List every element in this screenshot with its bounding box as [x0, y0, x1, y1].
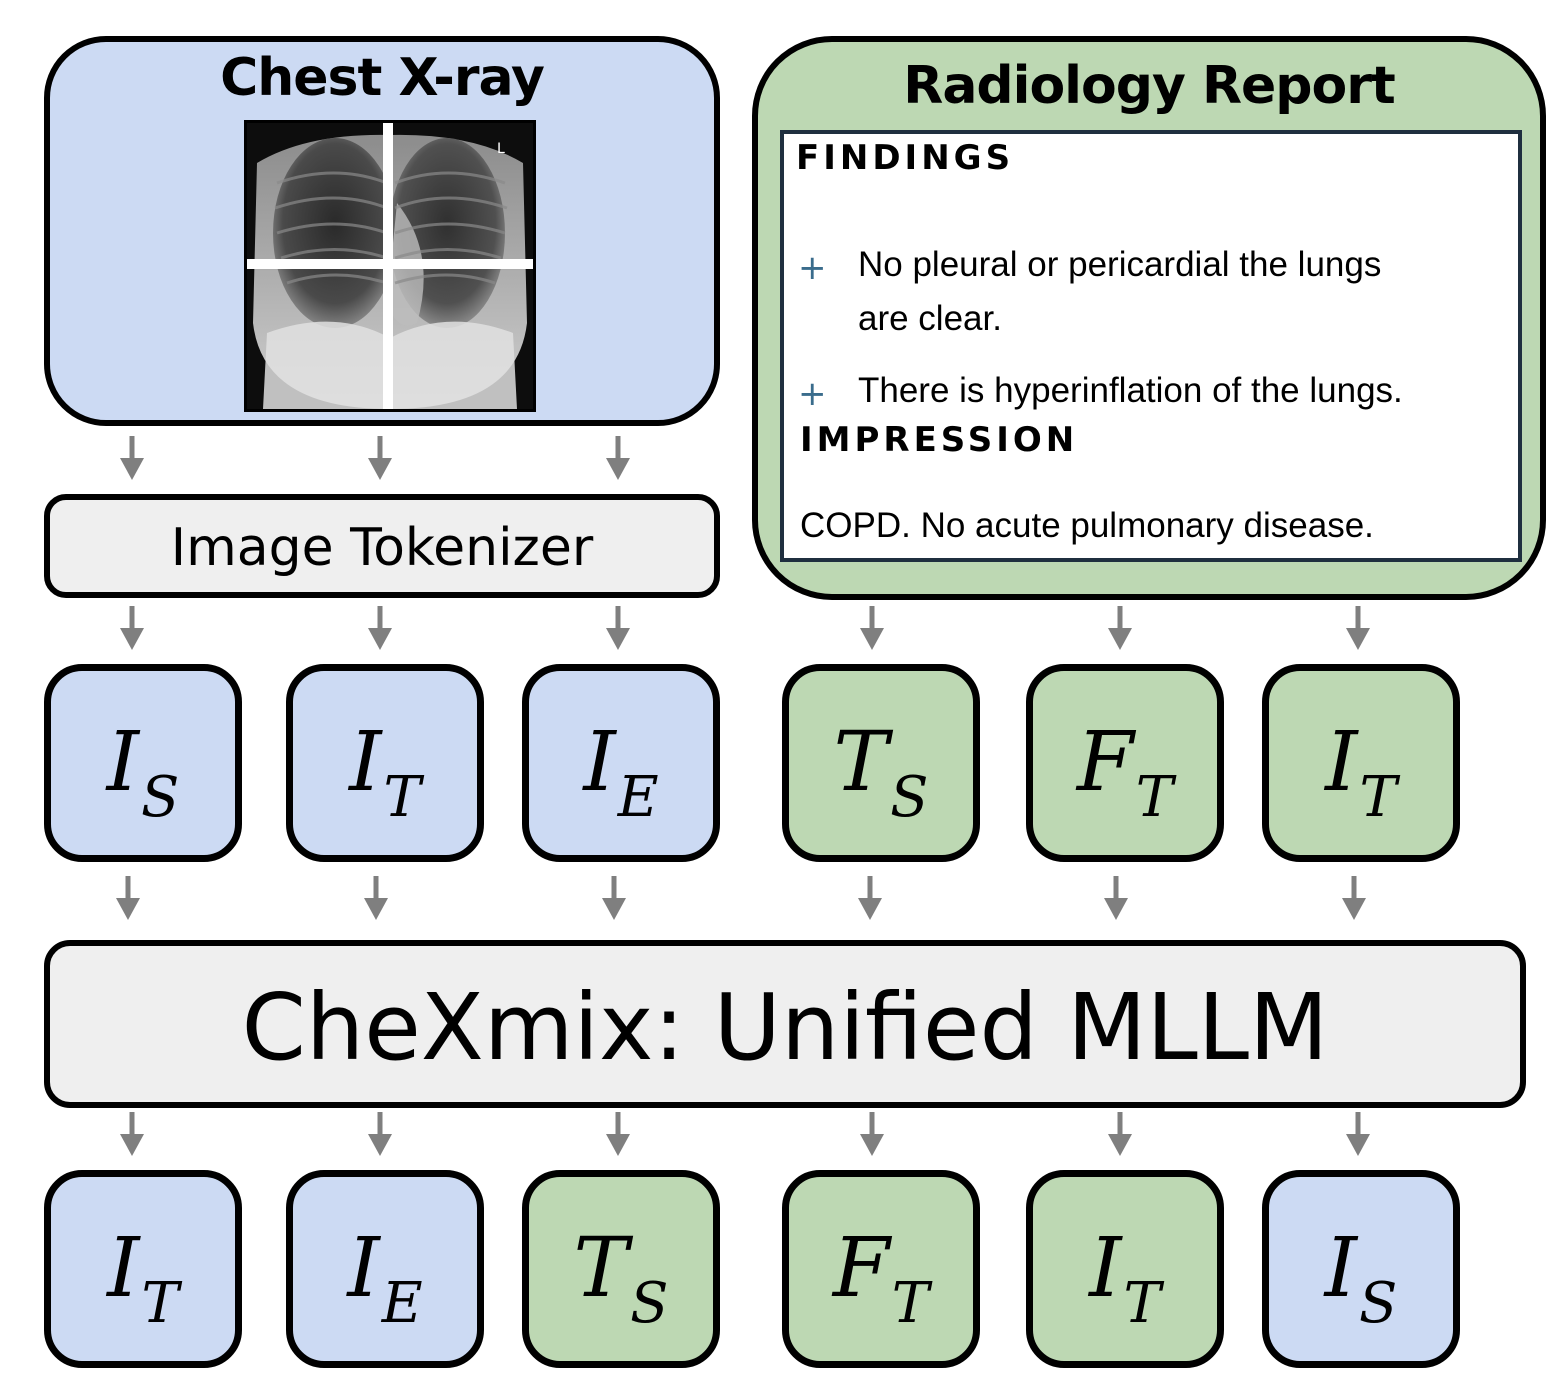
token-subscript: T: [891, 1271, 930, 1336]
token-main-symbol: I: [106, 715, 140, 810]
token-subscript: T: [1123, 1271, 1161, 1336]
down-arrow-head-icon: [368, 458, 392, 480]
down-arrow-head-icon: [368, 628, 392, 650]
down-arrow-head-icon: [1104, 898, 1128, 920]
image-tokenizer-label: Image Tokenizer: [170, 518, 594, 578]
down-arrow-head-icon: [606, 628, 630, 650]
down-arrow-head-icon: [860, 1134, 884, 1156]
findings-heading: FINDINGS: [796, 138, 1015, 178]
radiology-report-panel: Radiology Report FINDINGS + No pleural o…: [752, 36, 1546, 600]
chest-xray-title: Chest X-ray: [220, 48, 545, 108]
token-subscript: T: [1135, 765, 1174, 830]
output-token: FT: [782, 1170, 980, 1368]
input-token: IT: [1262, 664, 1460, 862]
output-token: TS: [522, 1170, 720, 1368]
bullet-marker: +: [798, 374, 827, 414]
down-arrow-head-icon: [1346, 628, 1370, 650]
token-subscript: S: [890, 765, 929, 830]
token-main-symbol: I: [107, 1221, 140, 1316]
down-arrow-head-icon: [120, 628, 144, 650]
down-arrow-head-icon: [606, 458, 630, 480]
radiology-report-title: Radiology Report: [903, 56, 1395, 116]
arrow-group: [116, 436, 1370, 1156]
down-arrow-head-icon: [1108, 1134, 1132, 1156]
down-arrow-head-icon: [368, 1134, 392, 1156]
token-main-symbol: T: [573, 1221, 629, 1316]
finding-1-line-1: No pleural or pericardial the lungs: [858, 245, 1382, 284]
output-token: IE: [286, 1170, 484, 1368]
down-arrow-head-icon: [120, 1134, 144, 1156]
finding-2-line-1: There is hyperinflation of the lungs.: [858, 371, 1403, 410]
token-main-symbol: F: [832, 1221, 890, 1316]
token-main-symbol: I: [349, 715, 382, 810]
finding-1-line-2: are clear.: [858, 299, 1002, 338]
output-token: IT: [44, 1170, 242, 1368]
down-arrow-head-icon: [120, 458, 144, 480]
down-arrow-head-icon: [860, 628, 884, 650]
token-subscript: S: [1359, 1271, 1398, 1336]
input-token: IE: [522, 664, 720, 862]
input-token: FT: [1026, 664, 1224, 862]
token-main-symbol: F: [1076, 715, 1134, 810]
down-arrow-head-icon: [1342, 898, 1366, 920]
token-main-symbol: I: [1089, 1221, 1122, 1316]
output-token: IS: [1262, 1170, 1460, 1368]
token-main-symbol: I: [583, 715, 616, 810]
image-tokenizer-block: Image Tokenizer: [44, 494, 720, 598]
token-subscript: S: [141, 765, 180, 830]
chest-xray-image: L: [244, 120, 536, 412]
token-main-symbol: I: [347, 1221, 380, 1316]
token-subscript: T: [1359, 765, 1397, 830]
down-arrow-head-icon: [1346, 1134, 1370, 1156]
bullet-marker: +: [798, 248, 827, 288]
unified-mllm-label: CheXmix: Unified MLLM: [241, 974, 1329, 1081]
down-arrow-head-icon: [858, 898, 882, 920]
token-subscript: T: [141, 1271, 179, 1336]
token-main-symbol: T: [833, 715, 889, 810]
svg-text:L: L: [497, 141, 505, 157]
down-arrow-head-icon: [116, 898, 140, 920]
down-arrow-head-icon: [364, 898, 388, 920]
input-token: TS: [782, 664, 980, 862]
token-subscript: E: [617, 765, 659, 830]
down-arrow-head-icon: [602, 898, 626, 920]
token-main-symbol: I: [1324, 1221, 1358, 1316]
impression-text: COPD. No acute pulmonary disease.: [800, 506, 1374, 545]
output-token: IT: [1026, 1170, 1224, 1368]
token-subscript: E: [381, 1271, 423, 1336]
input-token: IT: [286, 664, 484, 862]
chest-xray-panel: Chest X-ray: [44, 36, 720, 426]
token-subscript: T: [383, 765, 421, 830]
down-arrow-head-icon: [1108, 628, 1132, 650]
token-subscript: S: [630, 1271, 669, 1336]
unified-mllm-block: CheXmix: Unified MLLM: [44, 940, 1526, 1108]
impression-heading: IMPRESSION: [800, 420, 1079, 460]
report-sheet: FINDINGS + No pleural or pericardial the…: [780, 130, 1522, 562]
token-main-symbol: I: [1325, 715, 1358, 810]
down-arrow-head-icon: [606, 1134, 630, 1156]
input-token: IS: [44, 664, 242, 862]
